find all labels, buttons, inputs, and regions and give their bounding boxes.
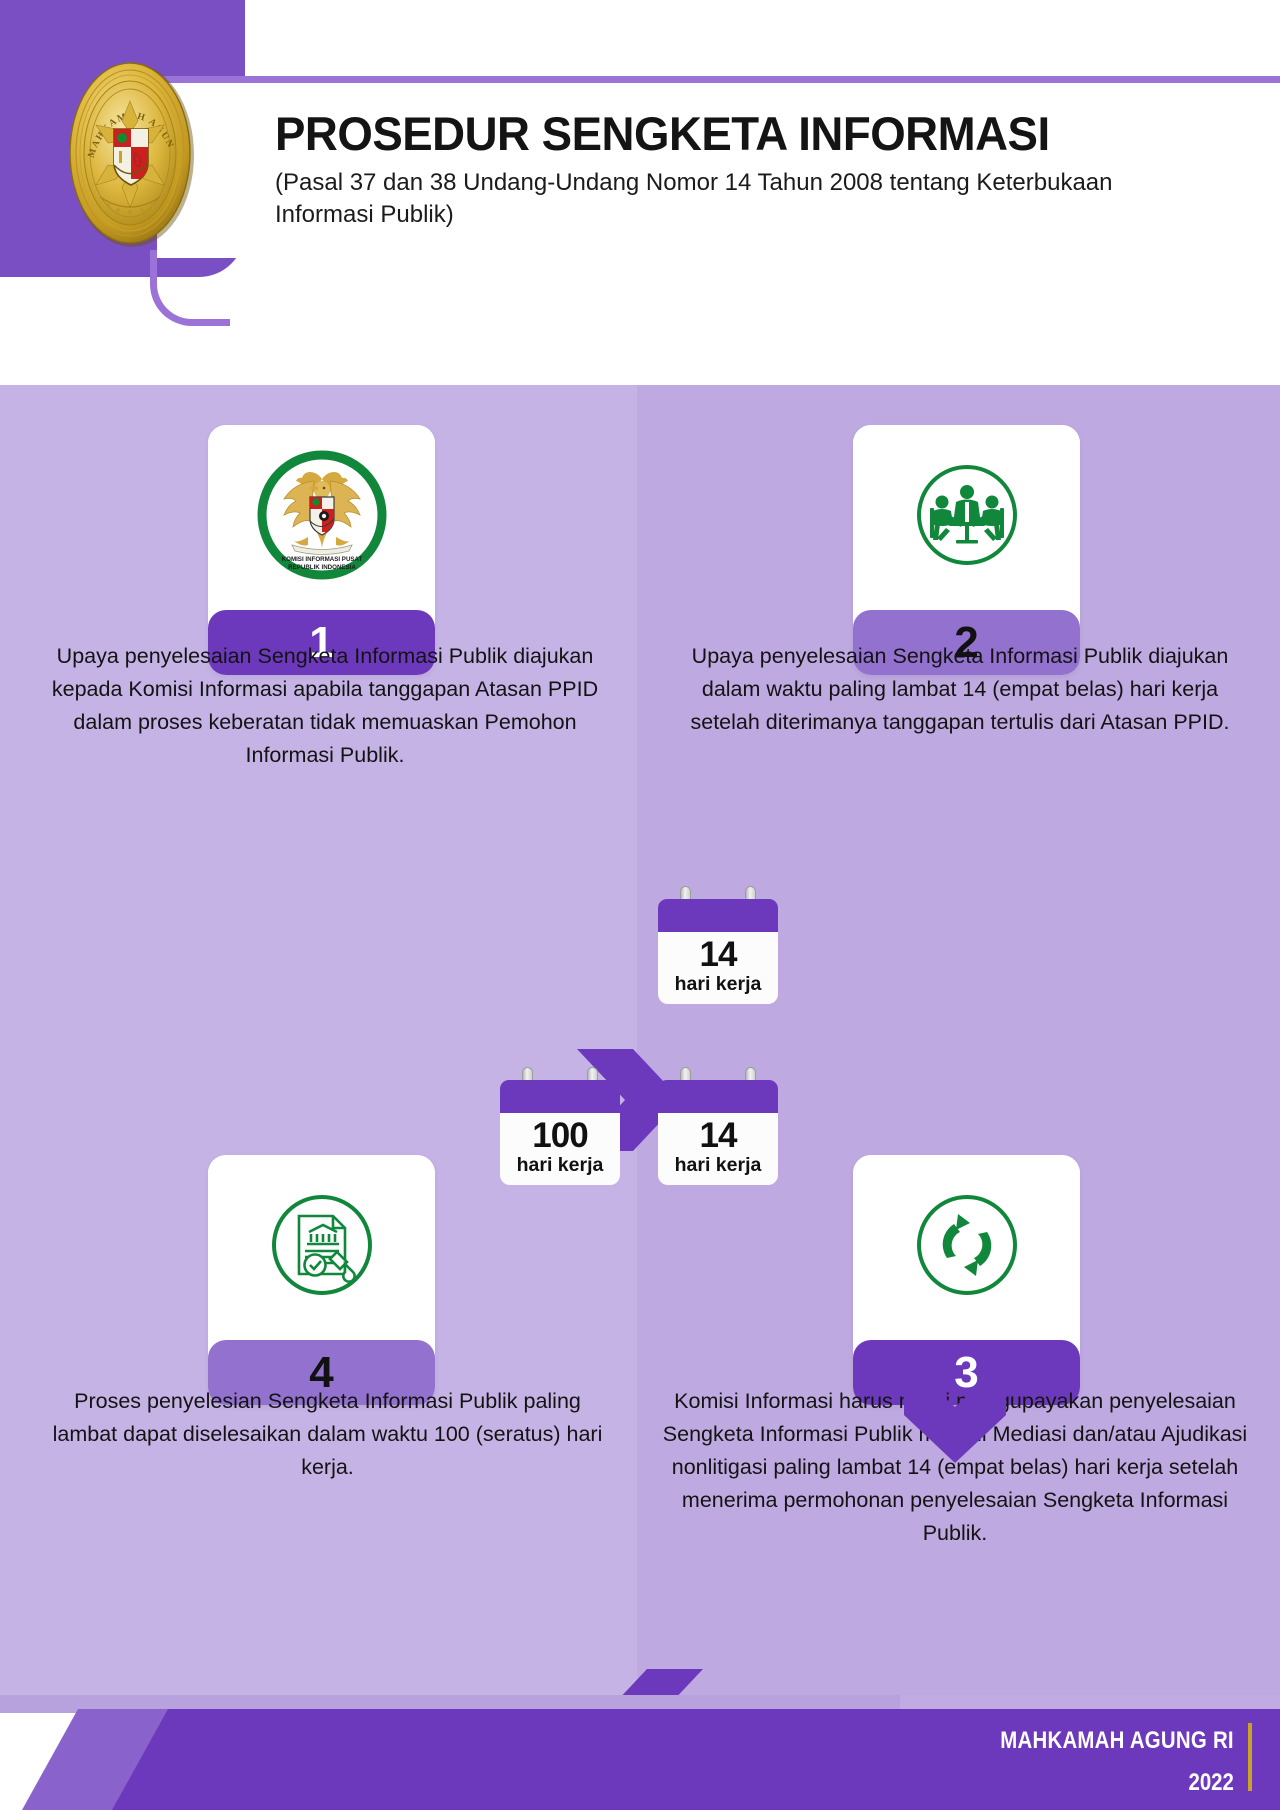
page-title: PROSEDUR SENGKETA INFORMASI: [275, 107, 1050, 160]
step-3-number: 3: [853, 1340, 1080, 1405]
header-rule-corner: [150, 250, 230, 326]
footer-organization: MAHKAMAH AGUNG RI: [1000, 1727, 1234, 1754]
step-card-4[interactable]: 4: [208, 1155, 435, 1405]
komisi-informasi-pusat-logo: KOMISI INFORMASI PUSAT REPUBLIK INDONESI…: [252, 445, 392, 590]
header: MAHKAMAH AGUNG: [0, 0, 1280, 385]
calendar-number: 14: [699, 1116, 738, 1155]
page-subtitle: (Pasal 37 dan 38 Undang-Undang Nomor 14 …: [275, 169, 1113, 229]
step-2-number: 2: [853, 610, 1080, 675]
step-1-icon-area: KOMISI INFORMASI PUSAT REPUBLIK INDONESI…: [208, 425, 435, 610]
calendar-body: 14 hari kerja: [658, 1113, 778, 1186]
title-block: PROSEDUR SENGKETA INFORMASI (Pasal 37 da…: [275, 110, 1250, 232]
footer-main-bar: [38, 1709, 1280, 1810]
calendar-header-bar: [500, 1080, 620, 1113]
calendar-badge-14-step3: 14 hari kerja: [658, 1067, 778, 1186]
step-2-icon-area: [853, 425, 1080, 610]
footer-text-block: MAHKAMAH AGUNG RI 2022: [959, 1727, 1234, 1797]
step-1-description: Upaya penyelesaian Sengketa Informasi Pu…: [51, 644, 599, 767]
footer: MAHKAMAH AGUNG RI 2022: [0, 1695, 1280, 1810]
step-card-1[interactable]: KOMISI INFORMASI PUSAT REPUBLIK INDONESI…: [208, 425, 435, 675]
footer-gold-rule: [1248, 1723, 1252, 1791]
calendar-body: 100 hari kerja: [500, 1113, 620, 1186]
footer-year: 2022: [1188, 1769, 1234, 1796]
circular-arrows-icon: [902, 1180, 1032, 1315]
arrow-down-step2-to-step3: [900, 1355, 1010, 1472]
mahkamah-agung-seal: MAHKAMAH AGUNG: [52, 48, 208, 255]
meeting-people-icon: [902, 450, 1032, 585]
calendar-number: 100: [532, 1116, 588, 1155]
step-2-description: Upaya penyelesaian Sengketa Informasi Pu…: [690, 644, 1230, 734]
step-card-2[interactable]: 2: [853, 425, 1080, 675]
calendar-rings: [658, 886, 778, 910]
step-1-number: 1: [208, 610, 435, 675]
step-4-icon-area: [208, 1155, 435, 1340]
calendar-label: hari kerja: [674, 1154, 762, 1176]
calendar-body: 14 hari kerja: [658, 932, 778, 1005]
header-rule-horizontal: [150, 76, 1280, 83]
step-3-icon-area: [853, 1155, 1080, 1340]
steps-area: KOMISI INFORMASI PUSAT REPUBLIK INDONESI…: [0, 385, 1280, 1771]
header-white-panel: [157, 83, 1280, 258]
logo-caption-line1: KOMISI INFORMASI PUSAT: [281, 556, 362, 563]
step-4-description: Proses penyelesian Sengketa Informasi Pu…: [52, 1389, 603, 1479]
calendar-label: hari kerja: [674, 973, 762, 995]
calendar-badge-100: 100 hari kerja: [500, 1067, 620, 1186]
calendar-badge-14-step2: 14 hari kerja: [658, 886, 778, 1005]
logo-caption-line2: REPUBLIK INDONESIA: [288, 564, 356, 571]
calendar-rings: [500, 1067, 620, 1091]
calendar-label: hari kerja: [516, 1154, 604, 1176]
calendar-header-bar: [658, 899, 778, 932]
calendar-header-bar: [658, 1080, 778, 1113]
step-card-3[interactable]: 3: [853, 1155, 1080, 1405]
step-4-number: 4: [208, 1340, 435, 1405]
calendar-number: 14: [699, 935, 738, 974]
document-gavel-icon: [257, 1180, 387, 1315]
calendar-rings: [658, 1067, 778, 1091]
footer-top-band-right: [900, 1695, 1280, 1713]
